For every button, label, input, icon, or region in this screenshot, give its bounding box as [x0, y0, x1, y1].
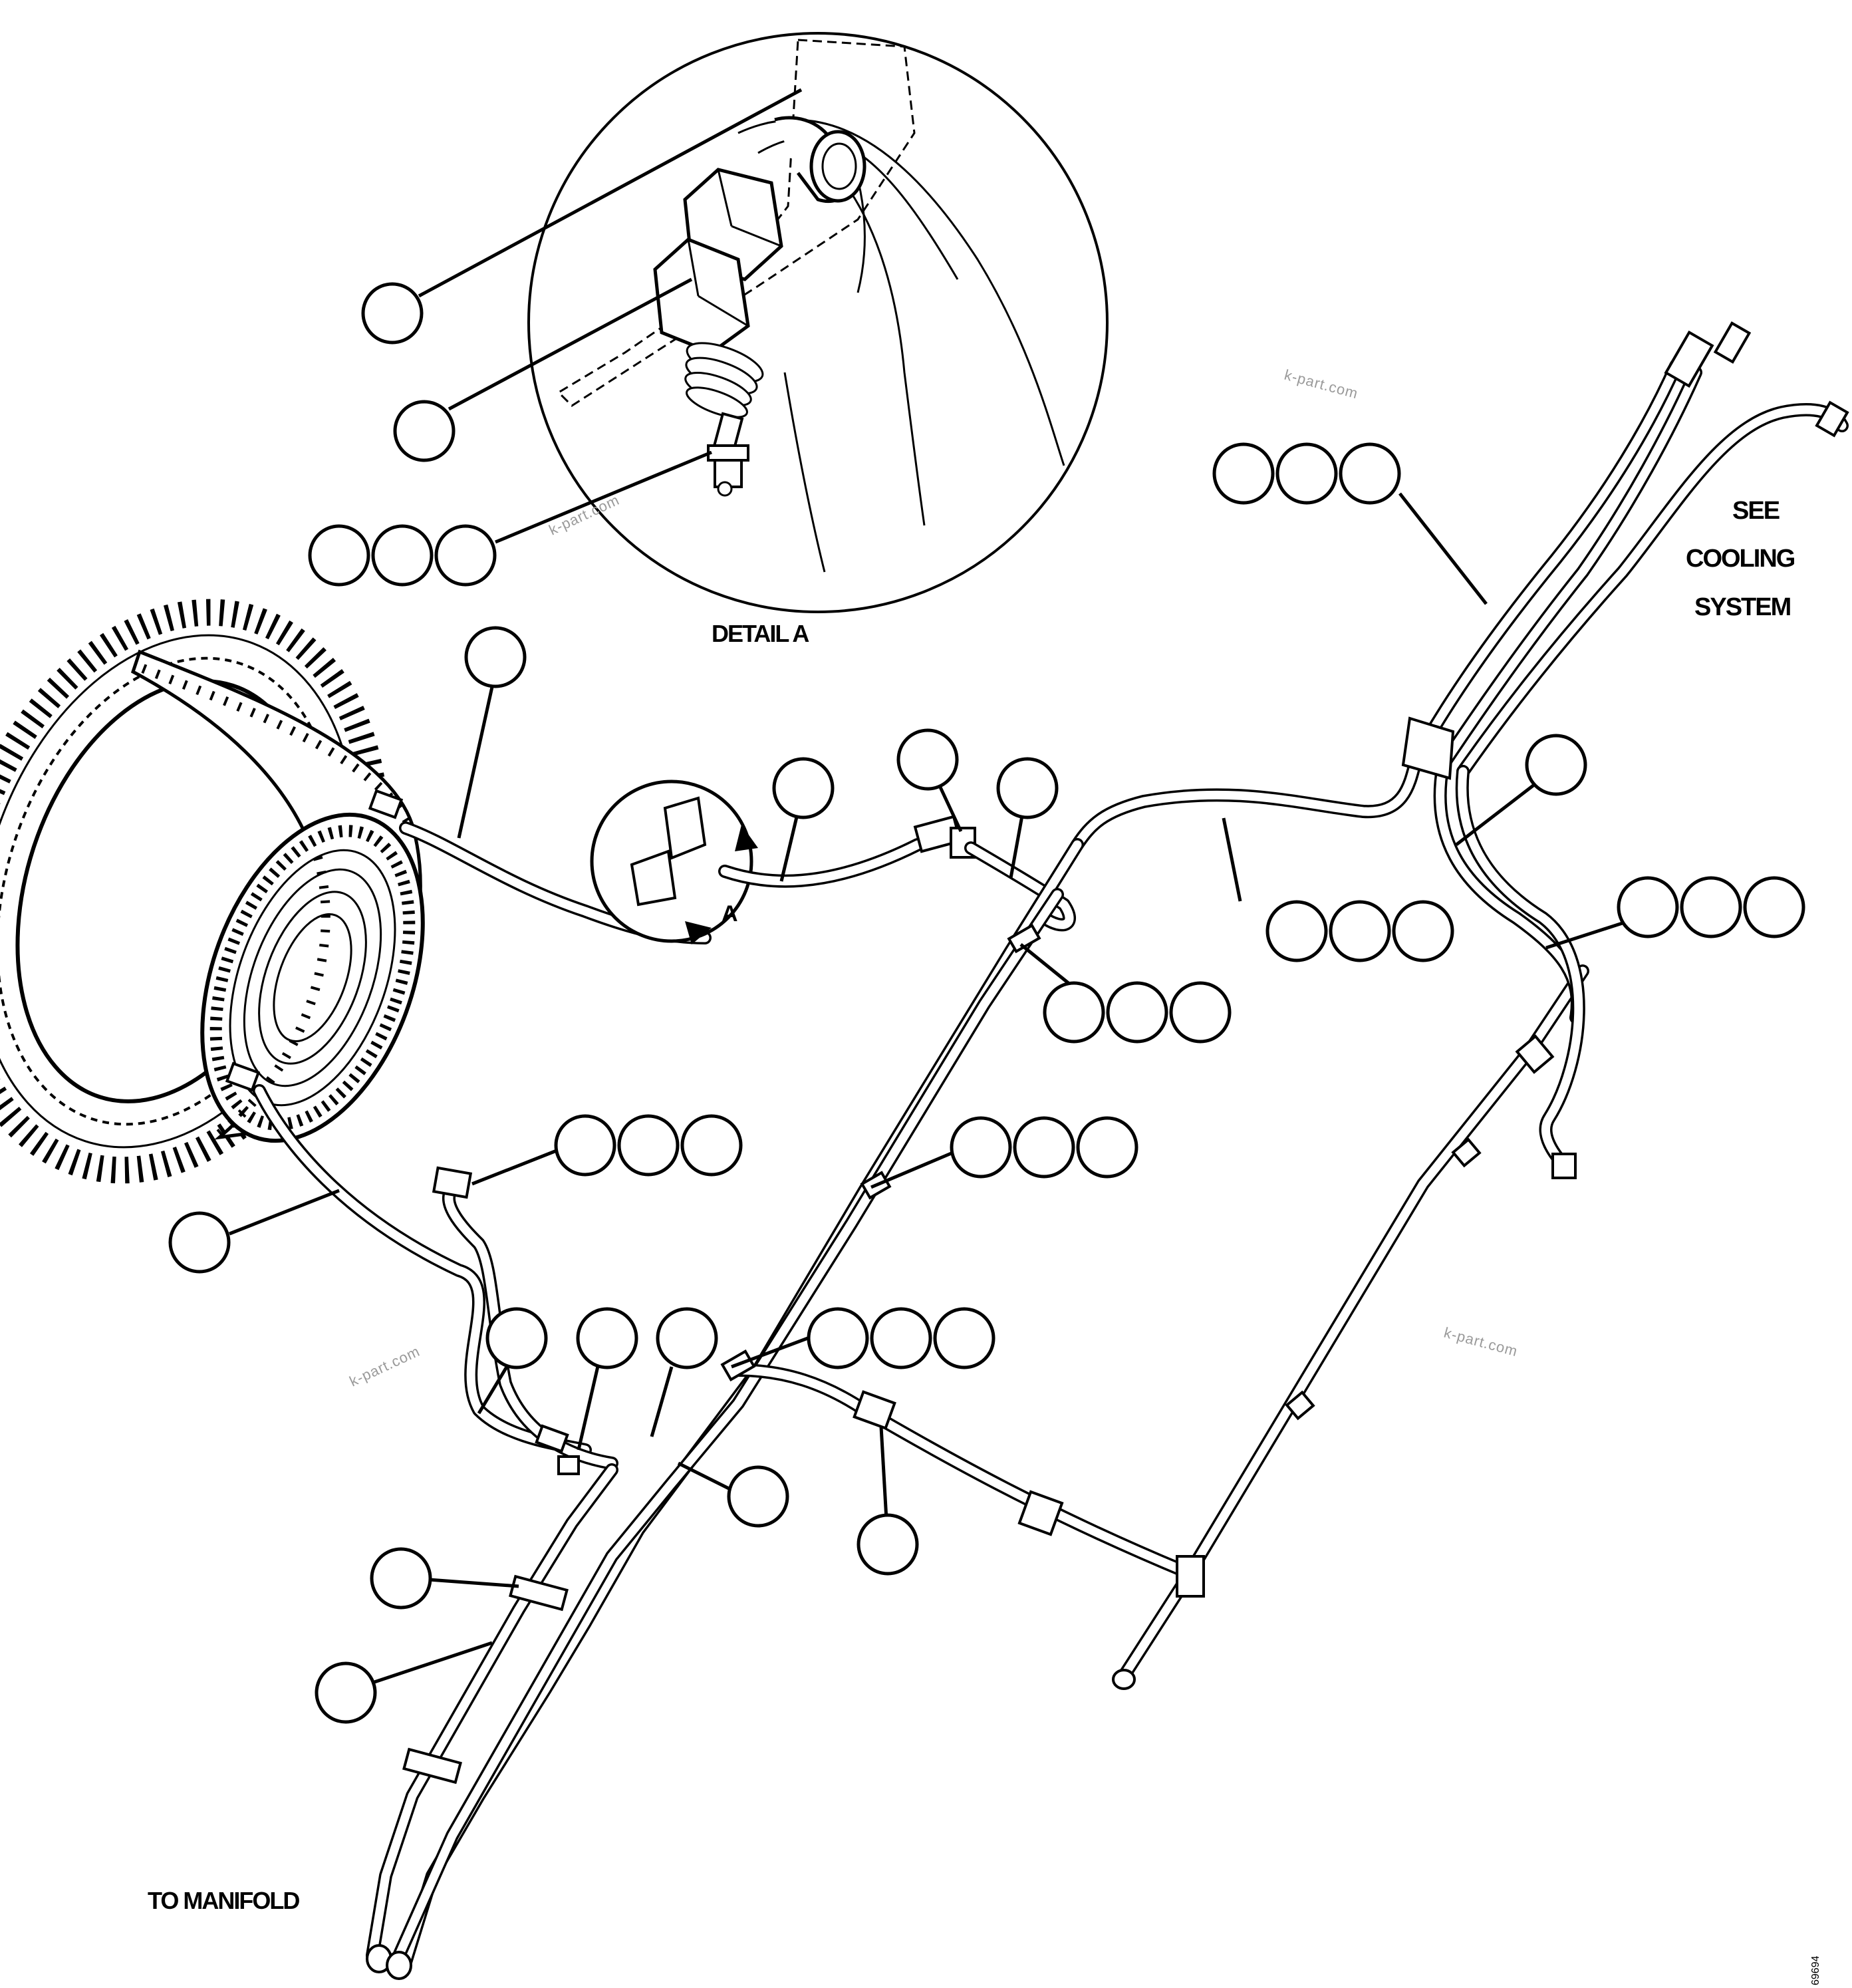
callout-bubble — [168, 1211, 231, 1274]
see-label: SEE — [1732, 497, 1780, 525]
callout-bubble — [371, 524, 434, 587]
callout-bubble — [315, 1661, 377, 1724]
callout-bubble — [933, 1307, 995, 1369]
callout-bubble — [1743, 876, 1805, 938]
callout-bubble — [857, 1513, 919, 1576]
callout-bubble — [1275, 442, 1338, 505]
detail-a-inset — [527, 32, 1109, 613]
drawing-number: 69694 — [1810, 1955, 1821, 1985]
callout-bubble — [996, 757, 1059, 819]
callout-bubble — [680, 1114, 743, 1177]
system-label: SYSTEM — [1694, 593, 1791, 621]
callout-bubble — [950, 1116, 1012, 1179]
callout-bubble — [656, 1307, 718, 1369]
callout-bubble — [896, 728, 959, 791]
watermark: k-part.com — [1442, 1324, 1520, 1360]
callout-bubble — [807, 1307, 869, 1369]
callout-bubble — [1265, 900, 1328, 962]
callout-bubble — [1043, 981, 1105, 1044]
watermark: k-part.com — [1283, 366, 1361, 402]
detail-a-ref-circle — [590, 780, 753, 943]
callout-bubbles — [168, 282, 1805, 1724]
callout-bubble — [434, 524, 497, 587]
callout-bubble — [464, 626, 527, 688]
callout-bubble — [727, 1465, 789, 1528]
callout-bubble — [870, 1307, 932, 1369]
detail-arrow-icon — [735, 825, 758, 851]
watermark: k-part.com — [347, 1343, 423, 1390]
callout-bubble — [1339, 442, 1401, 505]
callout-bubble — [1169, 981, 1232, 1044]
callout-bubble — [554, 1114, 616, 1177]
detail-a-circle — [527, 32, 1109, 613]
leader-lines — [229, 88, 1650, 1685]
callout-bubble — [617, 1114, 680, 1177]
cooling-label: COOLING — [1686, 545, 1795, 573]
callout-bubble — [393, 400, 456, 462]
callout-bubble — [370, 1547, 432, 1610]
to-manifold-label: TO MANIFOLD — [148, 1887, 299, 1914]
clutch-pack — [0, 599, 425, 1184]
callout-bubble — [576, 1307, 638, 1369]
detail-ref-letter: A — [722, 901, 737, 926]
callout-bubble — [1525, 734, 1587, 796]
callout-bubble — [772, 757, 835, 819]
callout-bubble — [1106, 981, 1168, 1044]
detail-title: DETAIL A — [712, 620, 809, 647]
callout-bubble — [1076, 1116, 1138, 1179]
detail-arrow-icon — [685, 921, 712, 944]
callout-bubble — [308, 524, 370, 587]
callout-bubble — [1617, 876, 1679, 938]
callout-bubble — [1212, 442, 1275, 505]
callout-bubble — [1013, 1116, 1075, 1179]
callout-bubble — [1329, 900, 1391, 962]
callout-bubble — [1392, 900, 1454, 962]
callout-bubble — [1680, 876, 1742, 938]
tube-network — [253, 321, 1849, 1980]
callout-bubble — [361, 282, 424, 345]
callout-bubble — [485, 1307, 548, 1369]
